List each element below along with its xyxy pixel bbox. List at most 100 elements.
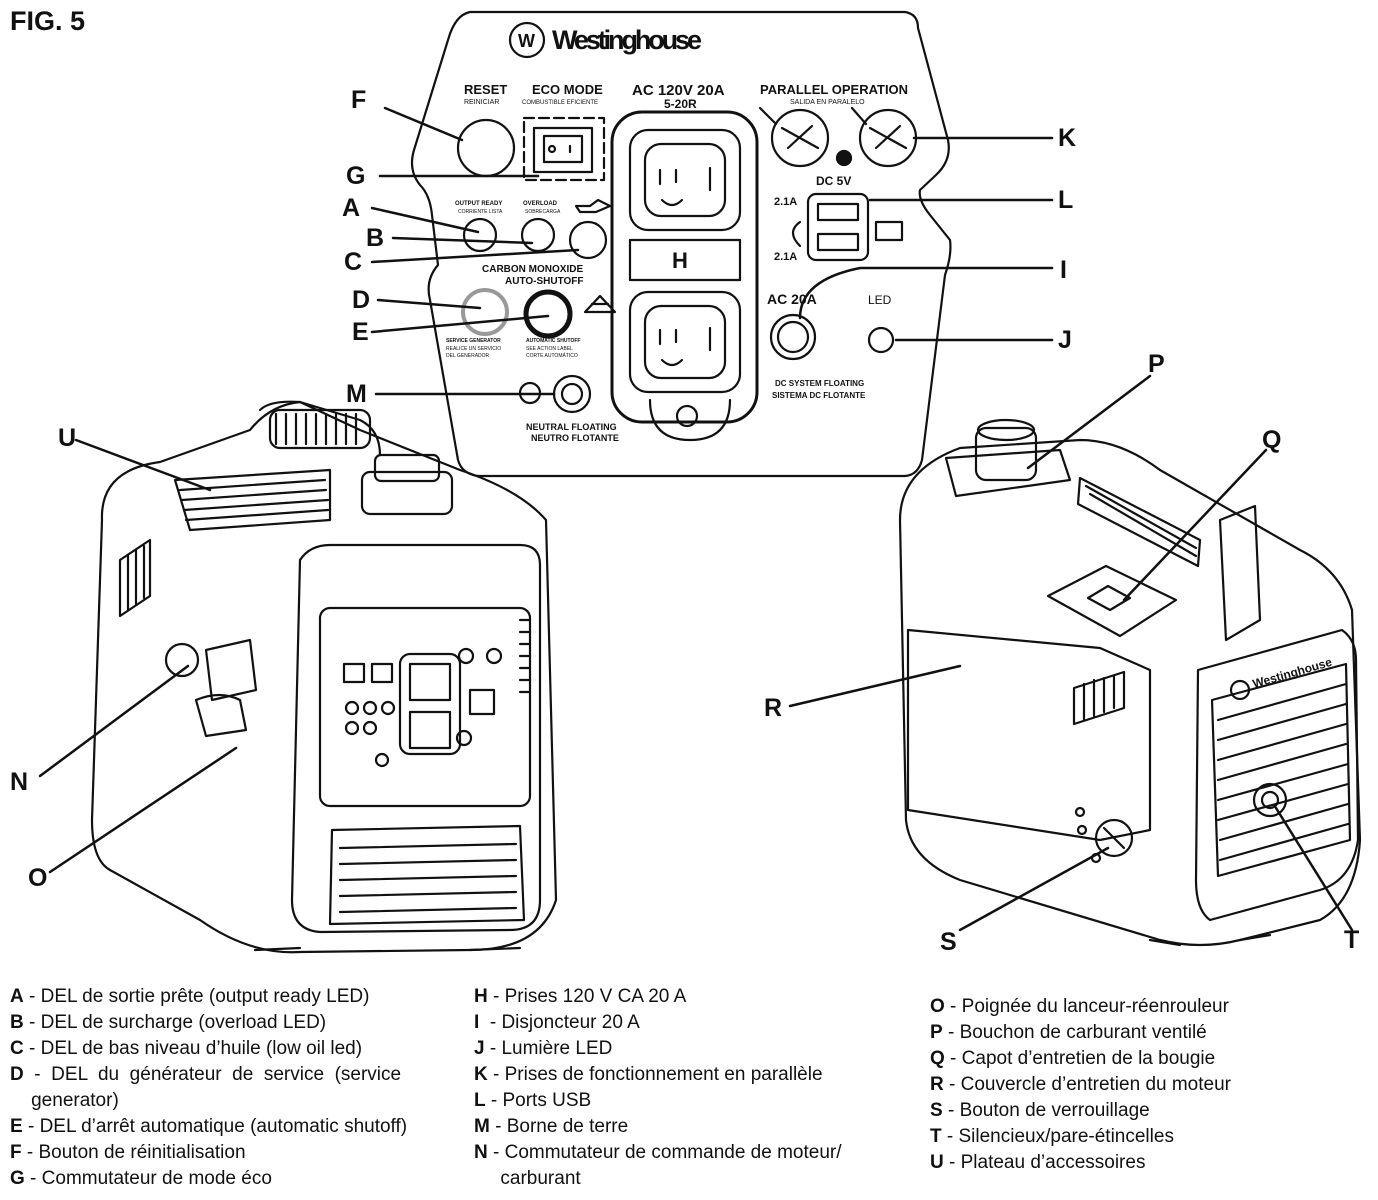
right-brand-label: Westinghouse	[1251, 655, 1334, 691]
callout-G: G	[346, 162, 366, 190]
breaker-button	[769, 313, 817, 361]
engine-cover	[906, 628, 1152, 842]
callout-L: L	[1058, 186, 1074, 214]
low-oil-led	[568, 220, 608, 260]
legend-column-2: H - Prises 120 V CA 20 A I - Disjoncteur…	[474, 984, 914, 1192]
callout-J: J	[1058, 326, 1072, 354]
callout-B: B	[366, 224, 385, 252]
callout-U: U	[58, 424, 77, 452]
legend-item: L - Ports USB	[474, 1090, 592, 1111]
panel-outline	[410, 10, 952, 478]
callout-Q: Q	[1262, 426, 1282, 454]
service-generator-led	[461, 288, 509, 336]
auto-shutoff-label: AUTOMATIC SHUTOFF	[526, 338, 580, 344]
auto-shutoff-sub-label: SEE ACTION LABEL	[526, 346, 573, 352]
left-generator-body	[90, 400, 558, 954]
callout-M: M	[346, 380, 367, 408]
overload-label: OVERLOAD	[523, 201, 558, 207]
control-panel-drawing: W Westinghouse RESET REINICIAR ECO MODE …	[410, 10, 952, 478]
usb-bottom-label: 2.1A	[774, 251, 797, 263]
panel-brand: Westinghouse	[552, 25, 702, 55]
eco-switch	[532, 126, 594, 174]
legend-item: P - Bouchon de carburant ventilé	[930, 1022, 1207, 1043]
westinghouse-logo-icon	[508, 21, 546, 59]
overload-sub-label: SOBRECARGA	[525, 209, 561, 215]
left-front-grille	[328, 824, 526, 926]
callout-E: E	[352, 318, 369, 346]
legend-item: I - Disjoncteur 20 A	[474, 1012, 640, 1033]
ac-type-label: 5-20R	[664, 97, 697, 111]
usb-top-label: 2.1A	[774, 196, 797, 208]
dc5v-label: DC 5V	[816, 174, 851, 188]
eco-mode-label: ECO MODE	[532, 82, 603, 97]
recoil-handle	[204, 638, 258, 702]
led-label: LED	[868, 293, 892, 307]
legend-item: E - DEL d’arrêt automatique (automatic s…	[10, 1116, 408, 1137]
spark-plug-cover	[1046, 564, 1178, 638]
legend-item: Q - Capot d’entretien de la bougie	[930, 1048, 1216, 1069]
right-leader-lines	[788, 374, 1354, 932]
legend-item: M - Borne de terre	[474, 1116, 629, 1137]
callout-R: R	[764, 694, 783, 722]
legend-item: G - Commutateur de mode éco	[10, 1168, 272, 1189]
led-light	[867, 326, 895, 354]
legend-item: B - DEL de surcharge (overload LED)	[10, 1012, 327, 1033]
warning-icon	[583, 294, 617, 314]
right-front-face	[1194, 628, 1360, 922]
right-generator-drawing: Westinghouse	[898, 418, 1362, 947]
service-gen-sub2-label: DEL GENERADOR	[446, 353, 490, 359]
fuel-cap-left	[360, 470, 454, 516]
legend-item: U - Plateau d’accessoires	[930, 1152, 1146, 1173]
legend-column-1: A - DEL de sortie prête (output ready LE…	[10, 984, 470, 1192]
co-title2-label: AUTO-SHUTOFF	[505, 276, 584, 287]
legend-column-3: O - Poignée du lanceur-réenrouleur P - B…	[930, 994, 1370, 1176]
parallel-sub-label: SALIDA EN PARALELO	[790, 99, 865, 106]
legend-item: J - Lumière LED	[474, 1038, 613, 1059]
fuel-cap-right	[974, 426, 1038, 482]
left-generator-drawing	[90, 400, 558, 954]
legend-item: H - Prises 120 V CA 20 A	[474, 986, 687, 1007]
legend-item: N - Commutateur de commande de moteur/	[474, 1142, 842, 1163]
legend-item: A - DEL de sortie prête (output ready LE…	[10, 986, 370, 1007]
reset-button	[456, 118, 516, 178]
legend-item: D - DEL du générateur de service (servic…	[10, 1064, 402, 1085]
legend-item: S - Bouton de verrouillage	[930, 1100, 1150, 1121]
eco-mode-sub-label: COMBUSTIBLE EFICIENTE	[522, 100, 598, 106]
callout-P: P	[1148, 350, 1165, 378]
legend-item: C - DEL de bas niveau d’huile (low oil l…	[10, 1038, 363, 1059]
accessory-tray	[173, 468, 332, 532]
co-title-label: CARBON MONOXIDE	[482, 264, 583, 275]
callout-I: I	[1060, 256, 1067, 284]
reset-label: RESET	[464, 82, 507, 97]
callout-F: F	[351, 86, 367, 114]
parallel-label: PARALLEL OPERATION	[760, 82, 908, 97]
legend-item: carburant	[474, 1168, 581, 1189]
service-gen-sub-label: REALICE UN SERVICIO	[446, 346, 501, 352]
output-ready-sub-label: CORRIENTE LISTA	[458, 209, 503, 215]
fuel-control-switch	[164, 642, 200, 678]
muffler	[1252, 782, 1288, 818]
callout-C: C	[344, 248, 363, 276]
brand-logo-glyph: W	[518, 31, 535, 51]
callout-T: T	[1344, 926, 1360, 954]
callout-D: D	[352, 286, 371, 314]
neutral-label: NEUTRAL FLOATING	[526, 422, 617, 432]
legend-item: O - Poignée du lanceur-réenrouleur	[930, 996, 1229, 1017]
neutral-sub-label: NEUTRO FLOTANTE	[531, 433, 619, 443]
right-generator-body	[898, 438, 1362, 947]
outlet-housing	[610, 110, 759, 424]
svg-text:H: H	[672, 248, 688, 273]
output-ready-led	[462, 217, 498, 253]
output-ready-label: OUTPUT READY	[455, 201, 502, 207]
reset-sub-label: REINICIAR	[464, 99, 499, 106]
legend-item: generator)	[10, 1090, 119, 1111]
parallel-port-left	[770, 108, 830, 168]
ac-rating-label: AC 120V 20A	[632, 82, 725, 99]
oil-can-icon	[574, 198, 612, 214]
dc-floating-sub-label: SISTEMA DC FLOTANTE	[772, 391, 866, 400]
left-leader-lines	[38, 438, 238, 874]
legend-item: K - Prises de fonctionnement en parallèl…	[474, 1064, 823, 1085]
overload-led	[520, 217, 556, 253]
